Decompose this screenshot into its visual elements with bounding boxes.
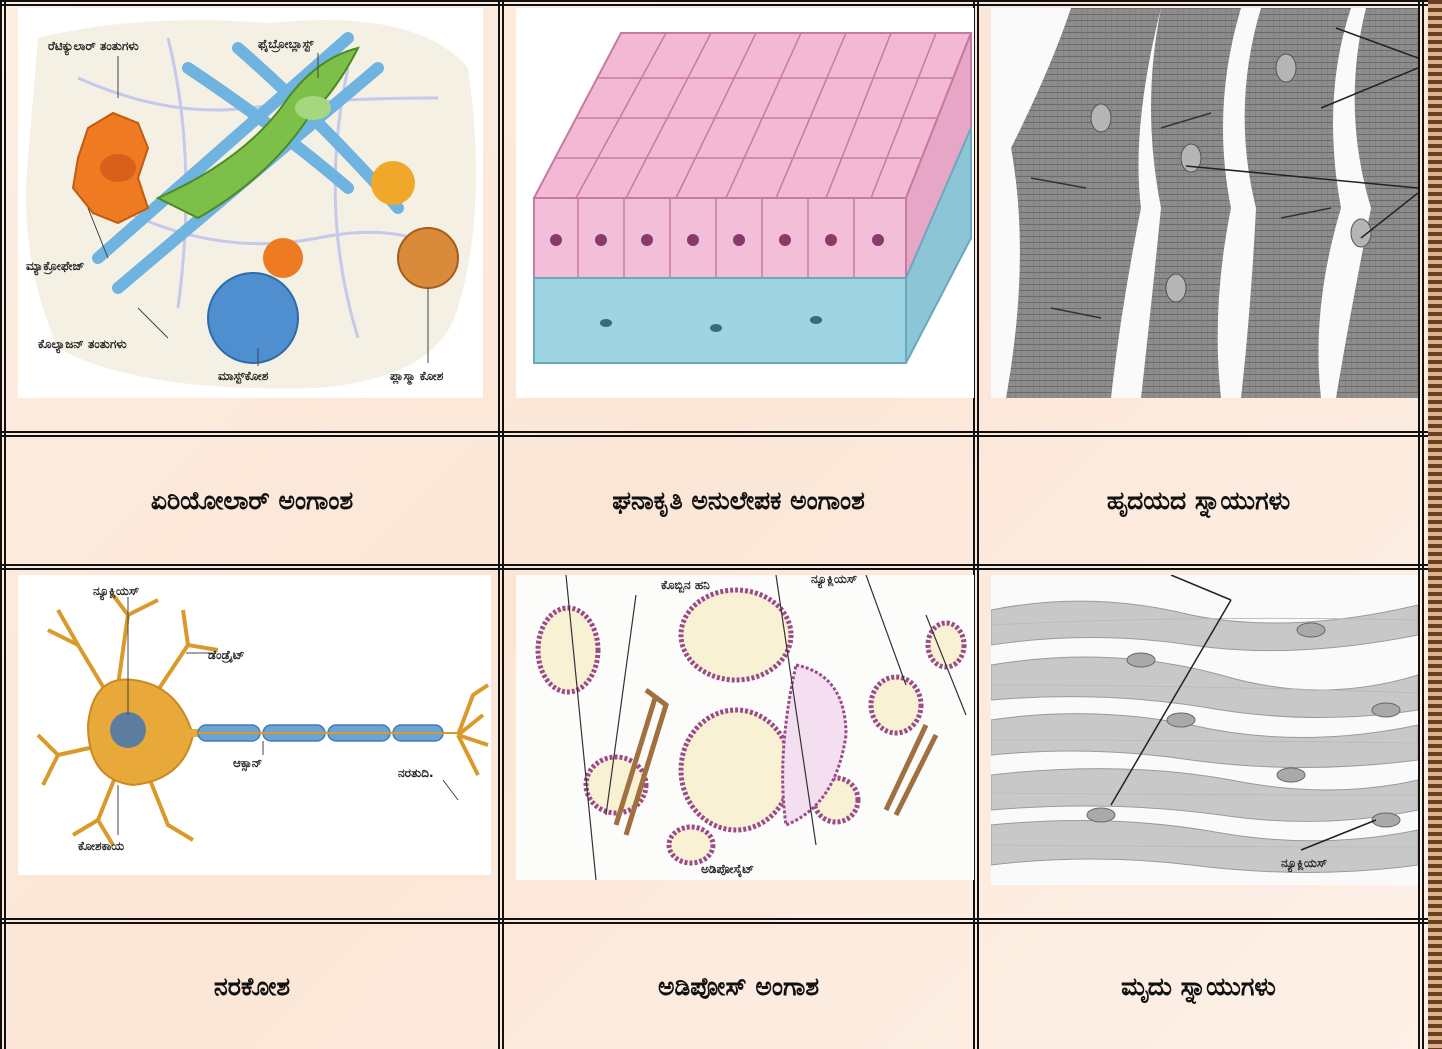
caption-neuron: ನರಕೋಶ	[6, 924, 498, 1049]
label-cell-body: ಕೋಶಕಾಯ	[78, 839, 124, 853]
cuboidal-epithelium-diagram	[516, 8, 974, 398]
caption-cuboidal: ಘನಾಕೃತಿ ಅನುಲೇಪಕ ಅಂಗಾಂಶ	[504, 437, 973, 564]
caption-adipose: ಅಡಿಪೋಸ್ ಅಂಗಾಶ	[504, 924, 973, 1049]
label-mast-cell: ಮಾಸ್ಟ್‌ಕೋಶ	[218, 369, 269, 384]
grid-line-mid	[0, 564, 1442, 570]
decorative-border	[1428, 0, 1442, 1049]
smooth-muscle-diagram: ನ್ಯೂಕ್ಲಿಯಸ್	[991, 575, 1418, 885]
label-dendrite: ಡೆಂಡ್ರೈಟ್	[208, 648, 245, 663]
neuron-diagram: ನ್ಯೂಕ್ಲಿಯಸ್ ಡೆಂಡ್ರೈಟ್ ಆಕ್ಸಾನ್ ನರತುದಿ. ಕೋ…	[18, 575, 491, 875]
caption-smooth: ಮೃದು ಸ್ನಾಯುಗಳು	[979, 924, 1418, 1049]
grid-line-top	[0, 0, 1442, 6]
caption-areolar: ಏರಿಯೋಲಾರ್ ಅಂಗಾಂಶ	[6, 437, 498, 564]
label-adipocyte: ಅಡಿಪೋಸೈಟ್	[701, 862, 754, 878]
adipose-tissue-diagram: ಕೊಬ್ಬಿನ ಹನಿ ನ್ಯೂಕ್ಲಿಯಸ್ ಅಡಿಪೋಸೈಟ್	[516, 575, 974, 880]
grid-line-right	[1418, 0, 1424, 1049]
label-fat-drop: ಕೊಬ್ಬಿನ ಹನಿ	[661, 578, 710, 594]
label-nerve-ending: ನರತುದಿ.	[398, 766, 434, 780]
areolar-tissue-diagram: ರೆಟಿಕ್ಯುಲಾರ್ ತಂತುಗಳು ಫೈಬ್ರೋಬ್ಲಾಸ್ಟ್ ಮ್ಯಾ…	[18, 8, 483, 398]
label-axon: ಆಕ್ಸಾನ್	[233, 756, 263, 771]
caption-cardiac: ಹೃದಯದ ಸ್ನಾಯುಗಳು	[979, 437, 1418, 564]
cardiac-muscle-diagram	[991, 8, 1418, 398]
label-plasma-cell: ಪ್ಲಾಸ್ಮಾ ಕೋಶ	[390, 369, 444, 386]
